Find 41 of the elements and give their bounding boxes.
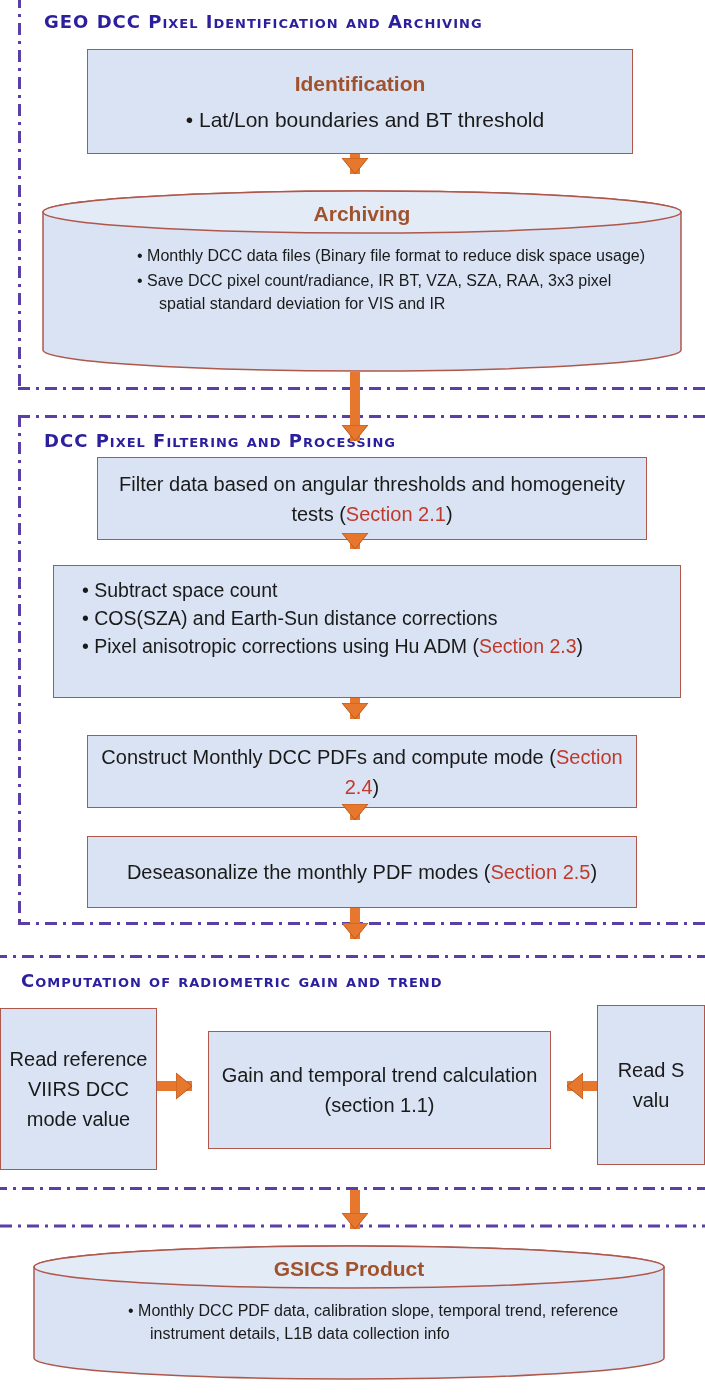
bullet-item: • Monthly DCC PDF data, calibration slope, temporal trend, reference instrument details, L1B data collection info: [128, 1300, 620, 1344]
bullet-item: • Lat/Lon boundaries and BT threshold: [185, 106, 545, 133]
box-text: Read S valu: [616, 1058, 686, 1113]
process-box: [97, 457, 647, 540]
process-box: [87, 836, 637, 908]
arrow: [157, 1072, 193, 1100]
process-box: [208, 1031, 551, 1149]
database-cylinder: [33, 1245, 665, 1380]
bullet-item: • Save DCC pixel count/radiance, IR BT, VZA, SZA, RAA, 3x3 pixel spatial standard deviation for VIS and IR: [137, 270, 613, 314]
arrow: [341, 908, 369, 940]
process-box: [597, 1005, 705, 1165]
box-text: Filter data based on angular thresholds and homogeneity tests (Section 2.1): [118, 471, 626, 527]
box-text: Deseasonalize the monthly PDF modes (Section 2.5): [126, 860, 598, 885]
section-heading: DCC Pixel Filtering and Processing: [44, 429, 396, 453]
section-heading: Computation of radiometric gain and trend: [21, 969, 443, 993]
box-text: Read reference VIIRS DCC mode value: [8, 1047, 149, 1132]
section-frame: [18, 0, 705, 390]
section-frame: [0, 955, 705, 1190]
arrow: [341, 698, 369, 720]
box-heading: GSICS Product: [273, 1256, 425, 1282]
bullet-item: • Subtract space count: [82, 578, 279, 603]
arrow: [341, 1190, 369, 1230]
section-frame: [18, 415, 705, 925]
box-heading: Archiving: [313, 201, 411, 227]
process-box: [53, 565, 681, 698]
process-box: [87, 735, 637, 808]
arrow: [566, 1072, 597, 1100]
process-box: [87, 49, 633, 154]
bullet-item: • Pixel anisotropic corrections using Hu ADM (Section 2.3): [82, 634, 585, 659]
arrow: [341, 803, 369, 821]
database-cylinder: [42, 190, 682, 372]
arrow: [341, 532, 369, 550]
arrow: [341, 372, 369, 442]
arrow: [341, 154, 369, 175]
bullet-item: • Monthly DCC data files (Binary file format to reduce disk space usage): [137, 245, 647, 266]
box-heading: Identification: [294, 71, 426, 97]
bullet-item: • COS(SZA) and Earth-Sun distance corrections: [82, 606, 499, 631]
box-text: Construct Monthly DCC PDFs and compute mode (Section 2.4): [100, 744, 624, 800]
section-heading: GEO DCC Pixel Identification and Archiving: [44, 10, 483, 34]
process-box: [0, 1008, 157, 1170]
box-text: Gain and temporal trend calculation (section 1.1): [220, 1063, 539, 1118]
